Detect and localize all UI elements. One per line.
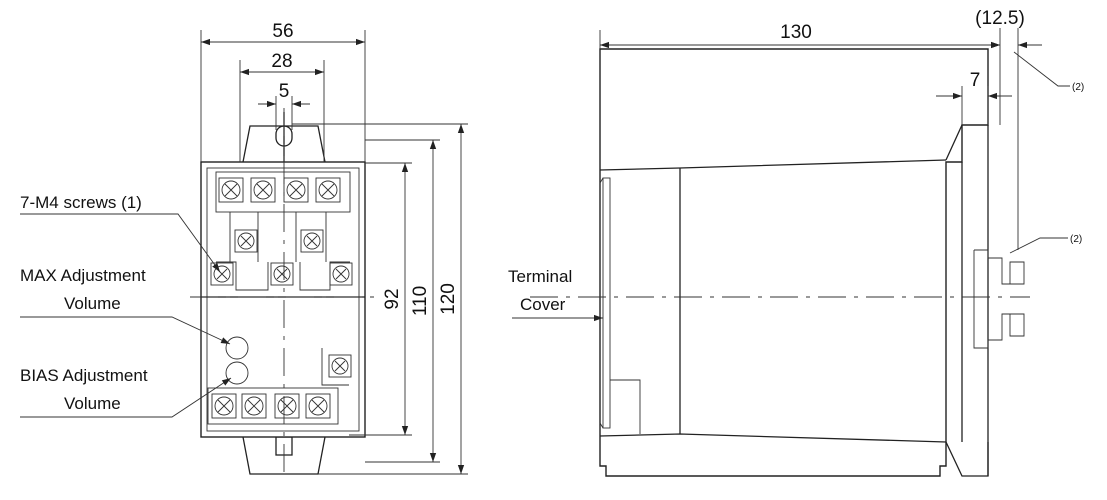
label-screws: 7-M4 screws (1) bbox=[20, 193, 142, 212]
label-max-2: Volume bbox=[64, 294, 121, 313]
leader-note-top bbox=[1013, 51, 1070, 87]
screw-bottom-3 bbox=[274, 393, 300, 419]
dim-56: 56 bbox=[272, 21, 293, 42]
screw-bottom-2 bbox=[241, 393, 267, 419]
leader-note-mid bbox=[1009, 237, 1068, 254]
label-bias-1: BIAS Adjustment bbox=[20, 366, 148, 385]
screw-side bbox=[328, 354, 352, 378]
dim-5: 5 bbox=[279, 81, 290, 102]
screw-mid-2 bbox=[300, 229, 324, 253]
leader-bias bbox=[20, 377, 232, 418]
label-max-1: MAX Adjustment bbox=[20, 266, 146, 285]
side-view: 130 (12.5) 7 (2) (2) Terminal Cover bbox=[508, 8, 1084, 477]
label-bias-2: Volume bbox=[64, 394, 121, 413]
screw-bottom-1 bbox=[211, 393, 237, 419]
max-adjustment-volume bbox=[225, 336, 249, 360]
dim-110: 110 bbox=[410, 286, 431, 316]
screw-mid-1 bbox=[234, 229, 258, 253]
bias-adjustment-volume bbox=[225, 361, 249, 385]
screw-row3-3 bbox=[329, 262, 353, 286]
screw-top-2 bbox=[250, 177, 276, 203]
screw-top-1 bbox=[218, 177, 244, 203]
dim-130: 130 bbox=[780, 22, 812, 43]
leader-max bbox=[20, 316, 231, 345]
dim-28: 28 bbox=[271, 51, 292, 72]
note-top: (2) bbox=[1072, 82, 1084, 93]
screw-row3-2 bbox=[270, 262, 294, 286]
screw-top-3 bbox=[283, 177, 309, 203]
dim-12-5: (12.5) bbox=[975, 8, 1025, 29]
label-terminal-2: Cover bbox=[520, 295, 566, 314]
note-mid: (2) bbox=[1070, 234, 1082, 245]
label-terminal-1: Terminal bbox=[508, 267, 572, 286]
din-rail-clip bbox=[973, 249, 1025, 349]
dim-92: 92 bbox=[382, 288, 403, 309]
screw-bottom-4 bbox=[305, 393, 331, 419]
leader-screws bbox=[20, 213, 221, 273]
dim-7: 7 bbox=[970, 70, 981, 91]
terminal-cover bbox=[602, 177, 611, 429]
front-view: 56 28 5 92 110 120 7-M4 screws (1) MAX A… bbox=[20, 21, 468, 480]
screw-top-4 bbox=[315, 177, 341, 203]
dim-120: 120 bbox=[438, 283, 459, 315]
